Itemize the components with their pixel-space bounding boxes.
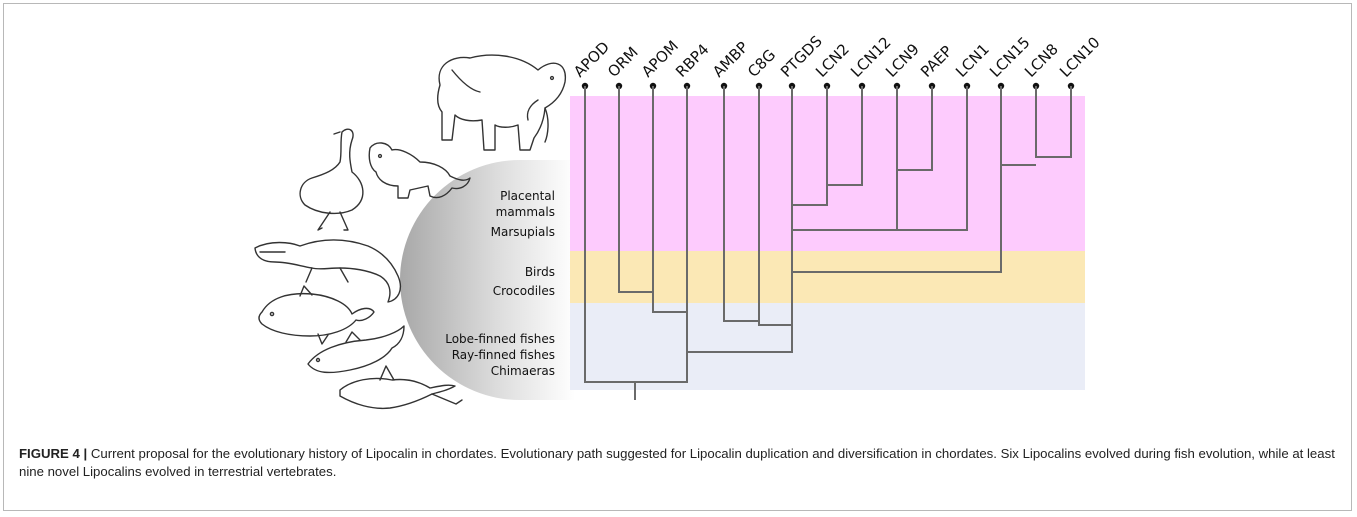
caption-label: FIGURE 4 | [19, 446, 87, 461]
label-crocodiles: Crocodiles [493, 284, 555, 298]
figure-caption: FIGURE 4 | Current proposal for the evol… [19, 445, 1339, 481]
label-ray-finned: Ray-finned fishes [452, 348, 555, 362]
label-lobe-finned: Lobe-finned fishes [445, 332, 555, 346]
gene-label-paep: PAEP [917, 42, 956, 81]
gene-label-apod: APOD [570, 38, 613, 81]
label-marsupials: Marsupials [491, 225, 555, 239]
label-birds: Birds [525, 265, 555, 279]
elephant-drawing [438, 55, 566, 150]
caption-text: Current proposal for the evolutionary hi… [19, 446, 1335, 479]
gene-tips: APODORMAPOMRBP4AMBPC8GPTGDSLCN2LCN12LCN9… [570, 32, 1103, 96]
label-placental: Placental [500, 189, 555, 203]
emu-drawing [300, 129, 363, 230]
salmon-drawing [308, 326, 404, 372]
gene-label-ambp: AMBP [709, 38, 752, 81]
crocodile-drawing [255, 240, 400, 302]
birds-crocodiles-band [570, 251, 1085, 303]
gene-label-lcn10: LCN10 [1056, 33, 1103, 80]
fishes-band [570, 303, 1085, 390]
coelacanth-drawing [259, 286, 374, 344]
label-mammals: mammals [496, 205, 555, 219]
gene-label-lcn1: LCN1 [952, 40, 993, 81]
lipocalin-tree-figure: APODORMAPOMRBP4AMBPC8GPTGDSLCN2LCN12LCN9… [0, 0, 1357, 440]
gene-label-apom: APOM [638, 37, 682, 81]
label-chimaeras: Chimaeras [491, 364, 555, 378]
